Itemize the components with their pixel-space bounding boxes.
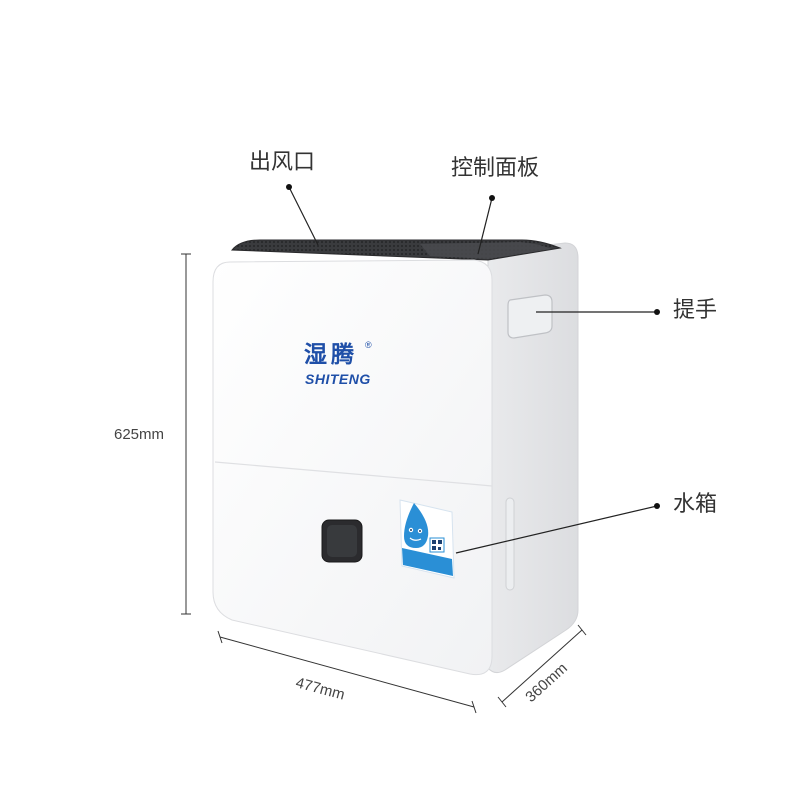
water-droplet-sticker [399, 499, 455, 579]
front-panel [212, 259, 493, 676]
callout-handle: 提手 [673, 298, 718, 323]
dimension-height: 625mm [114, 426, 165, 443]
tank-window [505, 497, 515, 591]
dimension-lines [181, 253, 587, 714]
registered-mark: ® [365, 340, 372, 350]
callout-dots [286, 184, 660, 509]
callout-water-tank: 水箱 [673, 492, 718, 517]
callout-lines [288, 186, 658, 554]
callout-control-panel: 控制面板 [451, 156, 540, 181]
handle-recess [507, 294, 553, 339]
callout-air-outlet: 出风口 [249, 150, 316, 175]
water-tank-seam [214, 461, 493, 487]
control-panel-surface [420, 242, 552, 259]
brand-name-cn: 湿腾 [304, 341, 358, 368]
brand-name-en: SHITENG [305, 371, 371, 387]
